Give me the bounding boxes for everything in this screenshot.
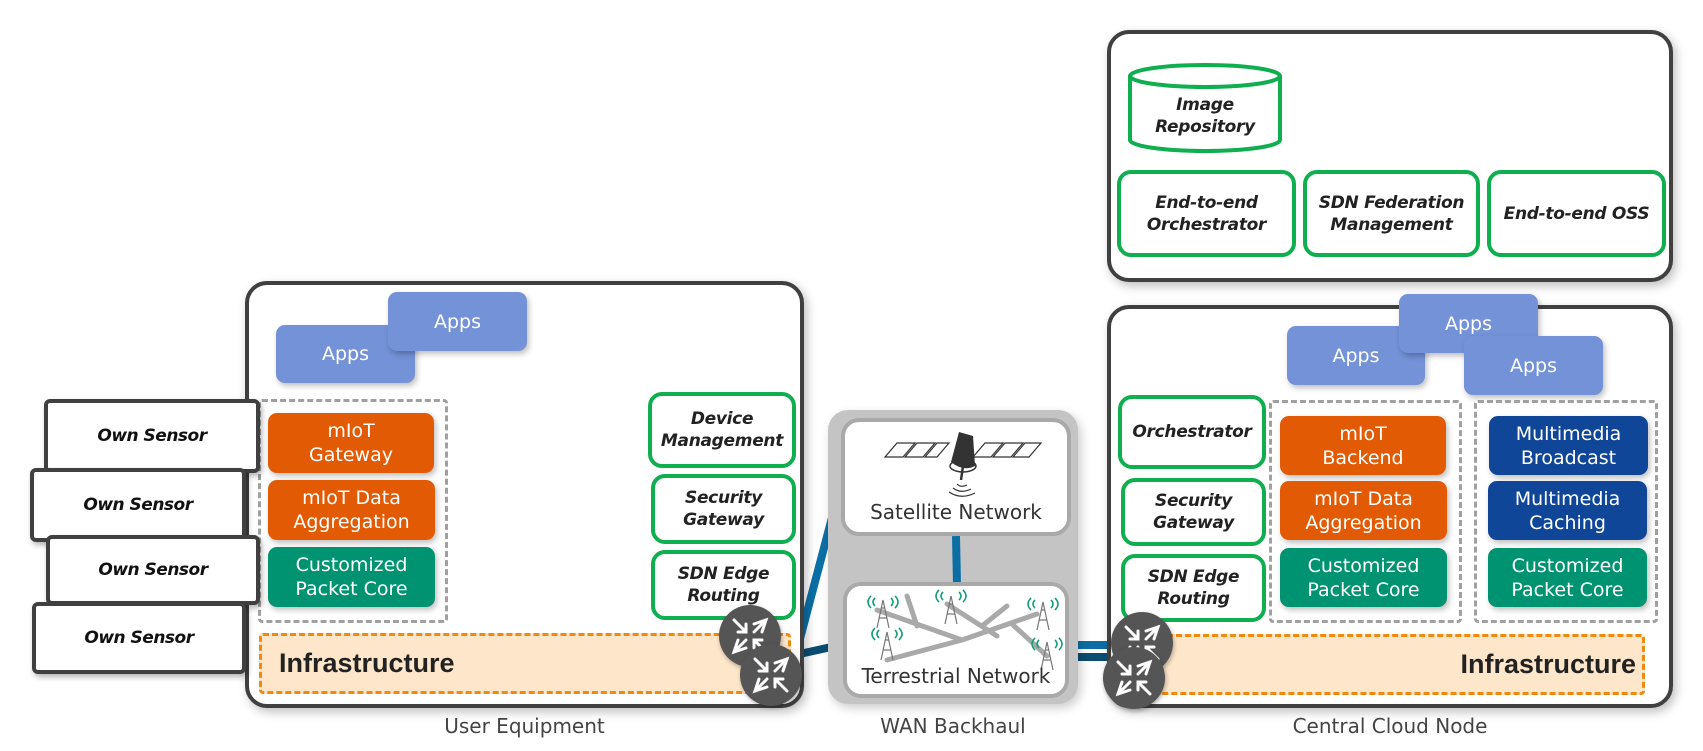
function-label: SDN Edge Routing	[1147, 567, 1240, 609]
terrestrial-network[interactable]: Terrestrial Network	[843, 582, 1069, 698]
cloud-orchestrator[interactable]: Orchestrator	[1118, 395, 1266, 469]
cloud-sdn-edge-routing[interactable]: SDN Edge Routing	[1121, 554, 1266, 622]
function-label: Device Management	[660, 409, 784, 451]
cloud-router-icon-2[interactable]	[1103, 647, 1165, 709]
apps-label: Apps	[1509, 354, 1558, 377]
cloud-media-group	[1474, 400, 1658, 623]
e2e-oss[interactable]: End-to-end OSS	[1487, 170, 1666, 257]
vnf-label: Customized Packet Core	[295, 554, 408, 600]
own-sensor-3[interactable]: Own Sensor	[46, 535, 260, 605]
e2e-orchestrator[interactable]: End-to-end Orchestrator	[1117, 170, 1296, 257]
ue-vnf-miot-data-aggregation[interactable]: mIoT Data Aggregation	[268, 480, 435, 540]
function-label: Orchestrator	[1132, 422, 1252, 442]
cloud-vnf-multimedia-caching[interactable]: Multimedia Caching	[1488, 481, 1647, 540]
cloud-vnf-multimedia-broadcast[interactable]: Multimedia Broadcast	[1489, 416, 1648, 475]
cloud-security-gateway[interactable]: Security Gateway	[1121, 478, 1266, 546]
cloud-apps-3[interactable]: Apps	[1464, 336, 1603, 395]
cloud-miot-group	[1269, 400, 1462, 623]
ue-vnf-miot-gateway[interactable]: mIoT Gateway	[268, 413, 434, 473]
satellite-network-label: Satellite Network	[870, 500, 1042, 524]
function-label: End-to-end Orchestrator	[1146, 192, 1267, 235]
cloud-vnf-packet-core[interactable]: Customized Packet Core	[1280, 548, 1447, 607]
ue-apps-1[interactable]: Apps	[276, 325, 415, 383]
cloud-vnf-miot-backend[interactable]: mIoT Backend	[1280, 416, 1446, 475]
vnf-label: Multimedia Caching	[1514, 487, 1621, 534]
central-cloud-caption: Central Cloud Node	[1292, 714, 1488, 738]
sdn-federation-management[interactable]: SDN Federation Management	[1303, 170, 1480, 257]
satellite-icon	[883, 432, 1043, 497]
function-label: Security Gateway	[683, 488, 764, 530]
ue-infrastructure: Infrastructure	[259, 633, 791, 694]
user-equipment-caption: User Equipment	[444, 714, 605, 738]
infrastructure-label: Infrastructure	[1460, 649, 1636, 679]
ue-sdn-edge-routing[interactable]: SDN Edge Routing	[651, 550, 796, 620]
infrastructure-label: Infrastructure	[279, 648, 455, 678]
router-arrows-icon	[752, 656, 790, 694]
apps-label: Apps	[1332, 344, 1380, 367]
satellite-network[interactable]: Satellite Network	[841, 418, 1071, 536]
satellite-terrestrial-connector	[952, 535, 961, 586]
cloud-vnf-miot-data-aggregation[interactable]: mIoT Data Aggregation	[1280, 481, 1447, 540]
image-repository-label: Image Repository	[1155, 95, 1255, 137]
database-cylinder-icon	[1128, 63, 1282, 153]
vnf-label: mIoT Data Aggregation	[1305, 487, 1422, 534]
sensor-label: Own Sensor	[83, 495, 193, 515]
function-label: Security Gateway	[1153, 491, 1234, 533]
terrestrial-mesh-icon	[867, 589, 1063, 671]
router-arrows-icon	[1115, 659, 1153, 697]
terrestrial-network-label: Terrestrial Network	[861, 664, 1051, 688]
function-label: SDN Federation Management	[1318, 192, 1465, 235]
vnf-label: Customized Packet Core	[1307, 554, 1420, 601]
ue-security-gateway[interactable]: Security Gateway	[651, 474, 796, 544]
sensor-label: Own Sensor	[84, 628, 194, 648]
function-label: End-to-end OSS	[1503, 203, 1650, 224]
vnf-label: Customized Packet Core	[1511, 554, 1624, 601]
ue-device-management[interactable]: Device Management	[648, 392, 796, 468]
wan-backhaul-caption: WAN Backhaul	[880, 714, 1026, 738]
own-sensor-4[interactable]: Own Sensor	[32, 602, 246, 674]
vnf-label: Multimedia Broadcast	[1515, 422, 1622, 469]
apps-label: Apps	[433, 310, 482, 333]
cloud-vnf-packet-core-media[interactable]: Customized Packet Core	[1488, 548, 1647, 607]
ue-apps-2[interactable]: Apps	[388, 292, 527, 351]
function-label: SDN Edge Routing	[677, 564, 770, 606]
cloud-infrastructure: Infrastructure	[1145, 634, 1645, 695]
cell-towers	[876, 595, 1054, 671]
ue-vnf-packet-core[interactable]: Customized Packet Core	[268, 547, 435, 607]
ue-vnf-group	[258, 399, 448, 623]
vnf-label: mIoT Backend	[1322, 422, 1404, 469]
image-repository[interactable]: Image Repository	[1127, 62, 1283, 154]
vnf-label: mIoT Gateway	[309, 420, 393, 466]
ue-router-icon-2[interactable]	[740, 644, 802, 706]
apps-label: Apps	[1444, 312, 1493, 335]
sensor-label: Own Sensor	[98, 560, 208, 580]
apps-label: Apps	[321, 343, 370, 365]
vnf-label: mIoT Data Aggregation	[293, 487, 410, 533]
sensor-label: Own Sensor	[97, 426, 207, 446]
